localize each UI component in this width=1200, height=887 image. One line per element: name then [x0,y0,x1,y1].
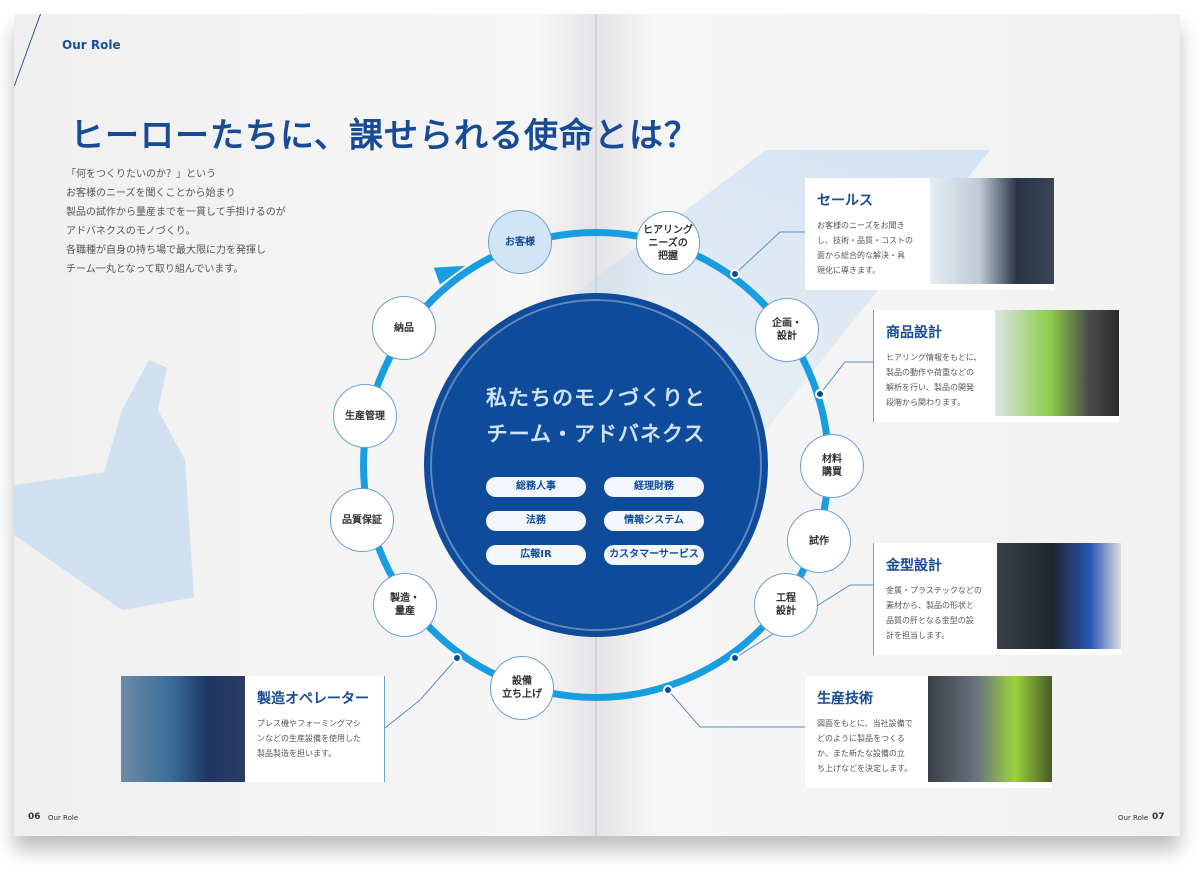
mold-design-photo [997,543,1121,649]
role-card-product-design: 商品設計ヒアリング情報をもとに、 製品の動作や荷重などの 解析を行い、製品の開発… [873,310,1119,422]
role-title: 生産技術 [817,691,873,707]
intro-line: お客様のニーズを聞くことから始まり [66,188,236,199]
role-desc: プレス機やフォーミングマシ ンなどの生産設備を使用した 製品製造を担います。 [257,719,361,758]
department-pill: 総務人事 [486,477,586,497]
cycle-node-process-design: 工程 設計 [754,573,818,637]
role-desc: 図面をもとに、当社設備で どのように製品をつくる か、また新たな設備の立 ち上げ… [817,719,913,773]
department-pill: 経理財務 [604,477,704,497]
team-heading: 私たちのモノづくりと チーム・アドバネクス [424,380,768,452]
cycle-node-purchasing: 材料 購買 [800,434,864,498]
intro-line: アドバネクスのモノづくり。 [66,226,196,237]
department-pill: 広報IR [486,545,586,565]
intro-line: 各職種が自身の持ち場で最大限に力を発揮し [66,245,266,256]
operator-photo [121,676,245,782]
connector-dot [663,685,673,695]
cycle-node-manufacturing: 製造・ 量産 [373,573,437,637]
intro-line: 「何をつくりたいのか？」という [66,169,216,180]
role-title: セールス [817,193,873,209]
role-title: 商品設計 [886,325,942,341]
product-design-photo [995,310,1119,416]
role-desc: お客様のニーズをお聞き し、技術・品質・コストの 面から総合的な解決・具 現化に… [817,221,913,275]
page-title: ヒーローたちに、課せられる使命とは？ [70,116,699,156]
role-card-production-engineering: 生産技術図面をもとに、当社設備で どのように製品をつくる か、また新たな設備の立… [805,676,1052,788]
role-title: 製造オペレーター [257,691,369,707]
role-title: 金型設計 [886,558,942,574]
connector-dot [730,653,740,663]
intro-line: チーム一丸となって取り組んでいます。 [66,264,244,275]
department-pill: カスタマーサービス [604,545,704,565]
section-label: Our Role [62,38,121,52]
footer-label-left: Our Role [48,814,79,822]
production-engineering-photo [928,676,1052,782]
role-card-sales: セールスお客様のニーズをお聞き し、技術・品質・コストの 面から総合的な解決・具… [805,178,1054,290]
page-number-left: 06 [28,812,41,822]
cycle-node-delivery: 納品 [372,296,436,360]
sales-photo [930,178,1054,284]
cycle-node-quality: 品質保証 [330,488,394,552]
team-heading-line: 私たちのモノづくりと [486,386,706,410]
cycle-node-planning: 企画・ 設計 [755,298,819,362]
cycle-node-hearing: ヒアリング ニーズの 把握 [636,211,700,275]
connector-dot [815,389,825,399]
department-pill: 情報システム [604,511,704,531]
role-desc: ヒアリング情報をもとに、 製品の動作や荷重などの 解析を行い、製品の開発 段階か… [886,353,982,407]
footer-label-right: Our Role [1118,814,1149,822]
cycle-node-production-control: 生産管理 [333,384,397,448]
role-desc: 金属・プラスチックなどの 素材から、製品の形状と 品質の肝となる金型の設 計を担… [886,586,982,640]
connector-dot [452,653,462,663]
role-card-mold-design: 金型設計金属・プラスチックなどの 素材から、製品の形状と 品質の肝となる金型の設… [873,543,1121,655]
page-number-right: 07 [1152,812,1165,822]
cycle-node-equipment: 設備 立ち上げ [490,656,554,720]
team-circle [424,293,768,637]
department-pill: 法務 [486,511,586,531]
cycle-node-prototype: 試作 [787,509,851,573]
intro-line: 製品の試作から量産までを一貫して手掛けるのが [66,207,286,218]
cycle-node-customer: お客様 [488,210,552,274]
connector-dot [730,269,740,279]
intro-text: 「何をつくりたいのか？」という お客様のニーズを聞くことから始まり 製品の試作か… [66,165,286,279]
role-card-operator: 製造オペレータープレス機やフォーミングマシ ンなどの生産設備を使用した 製品製造… [121,676,385,782]
team-heading-line: チーム・アドバネクス [486,422,706,446]
